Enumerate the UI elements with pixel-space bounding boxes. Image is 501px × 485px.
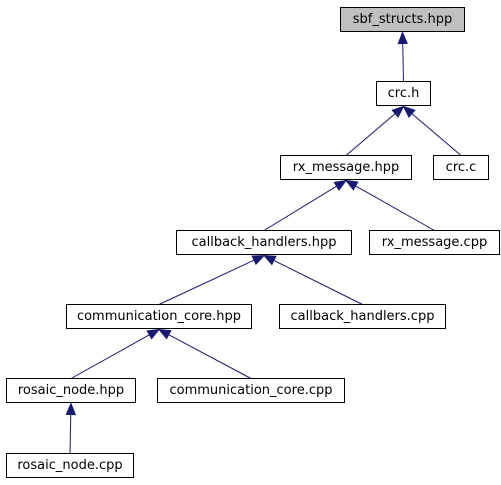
edge-line <box>273 259 363 305</box>
edge-rosaic-node-hpp-to-communication-core-hpp <box>70 328 161 379</box>
node-box <box>433 155 489 180</box>
edge-line <box>402 43 404 82</box>
node-label: rx_message.hpp <box>293 160 400 175</box>
node-rosaic-node-hpp[interactable]: rosaic_node.hpp <box>6 378 136 403</box>
node-label: communication_core.hpp <box>77 309 241 324</box>
arrowhead-icon <box>402 105 416 118</box>
node-box <box>66 304 252 329</box>
node-rx-message-cpp[interactable]: rx_message.cpp <box>369 230 500 255</box>
arrowhead-icon <box>251 254 266 266</box>
node-label: rosaic_node.cpp <box>17 458 122 473</box>
node-box <box>6 378 136 403</box>
edge-line <box>69 414 72 454</box>
arrowhead-icon <box>397 31 408 45</box>
edge-line <box>158 259 255 305</box>
arrowhead-icon <box>262 254 277 266</box>
node-box <box>376 81 431 106</box>
node-label: communication_core.cpp <box>170 383 333 398</box>
edge-rx-message-hpp-to-crc-h <box>345 105 405 156</box>
edge-rosaic-node-cpp-to-rosaic-node-hpp <box>65 402 77 454</box>
node-label: rosaic_node.hpp <box>18 383 124 398</box>
node-box <box>280 155 412 180</box>
edge-line <box>411 113 462 156</box>
node-communication-core-hpp[interactable]: communication_core.hpp <box>66 304 252 329</box>
node-callback-handlers-cpp[interactable]: callback_handlers.cpp <box>279 304 446 329</box>
edge-callback-handlers-hpp-to-rx-message-hpp <box>263 179 348 231</box>
arrowhead-icon <box>146 328 161 340</box>
node-callback-handlers-hpp[interactable]: callback_handlers.hpp <box>176 230 352 255</box>
node-label: crc.h <box>388 86 420 101</box>
edges-layer <box>65 31 462 454</box>
nodes-layer: sbf_structs.hpp crc.h rx_message.hpp crc.c c… <box>6 7 500 478</box>
node-crc-h[interactable]: crc.h <box>376 81 431 106</box>
node-box <box>157 378 345 403</box>
edge-rx-message-cpp-to-rx-message-hpp <box>344 179 435 231</box>
node-box <box>279 304 446 329</box>
arrowhead-icon <box>333 179 348 191</box>
arrowhead-icon <box>344 179 359 191</box>
node-crc-c[interactable]: crc.c <box>433 155 489 180</box>
arrowhead-icon <box>391 105 405 118</box>
edge-line <box>263 185 337 231</box>
node-sbf-structs-hpp[interactable]: sbf_structs.hpp <box>340 7 465 32</box>
arrowhead-icon <box>157 328 172 340</box>
node-rosaic-node-cpp[interactable]: rosaic_node.cpp <box>6 453 134 478</box>
edge-communication-core-cpp-to-communication-core-hpp <box>157 328 252 379</box>
node-label: crc.c <box>446 160 477 175</box>
node-label: sbf_structs.hpp <box>353 12 452 27</box>
edge-line <box>345 113 396 156</box>
edge-crc-h-to-sbf-structs-hpp <box>397 31 408 82</box>
node-label: callback_handlers.hpp <box>191 235 336 250</box>
node-box <box>340 7 465 32</box>
node-box <box>6 453 134 478</box>
edge-line <box>355 185 435 231</box>
node-rx-message-hpp[interactable]: rx_message.hpp <box>280 155 412 180</box>
edge-crc-c-to-crc-h <box>402 105 462 156</box>
edge-line <box>70 334 150 379</box>
node-label: callback_handlers.cpp <box>291 309 435 324</box>
node-box <box>176 230 352 255</box>
edge-communication-core-hpp-to-callback-handlers-hpp <box>158 254 266 305</box>
node-label: rx_message.cpp <box>382 235 487 250</box>
edge-line <box>168 334 252 379</box>
arrowhead-icon <box>65 402 77 416</box>
node-communication-core-cpp[interactable]: communication_core.cpp <box>157 378 345 403</box>
node-box <box>369 230 500 255</box>
edge-callback-handlers-cpp-to-callback-handlers-hpp <box>262 254 363 305</box>
